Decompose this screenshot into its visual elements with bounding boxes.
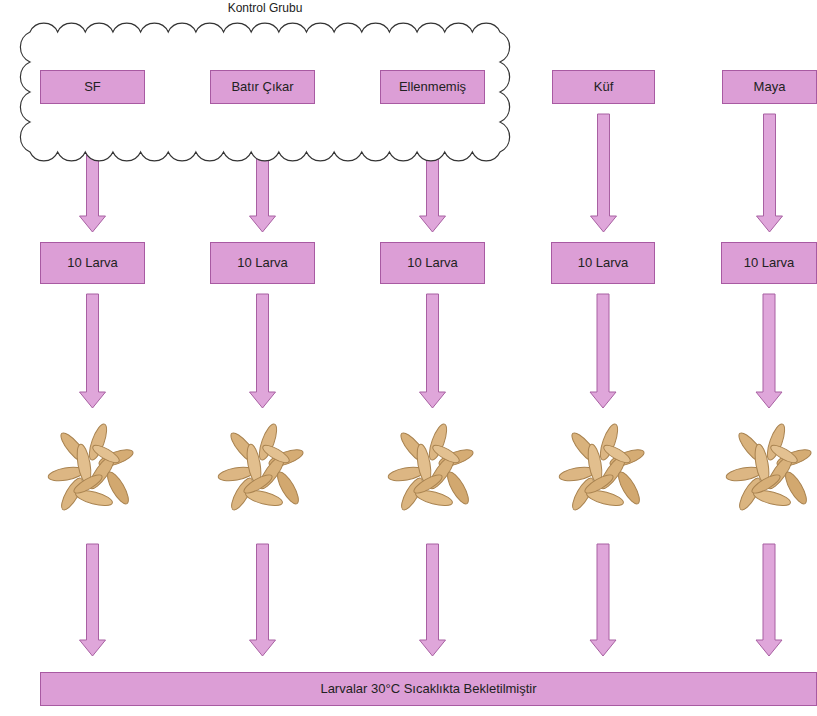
flow-arrow	[250, 294, 276, 656]
flow-arrow	[420, 294, 446, 656]
process-box: Küf	[552, 70, 655, 104]
box-label: 10 Larva	[744, 255, 795, 271]
process-box: Batır Çıkar	[210, 70, 315, 104]
process-box: SF	[40, 70, 145, 104]
box-label: 10 Larva	[237, 255, 288, 271]
box-label: 10 Larva	[67, 255, 118, 271]
box-label: Batır Çıkar	[231, 79, 293, 95]
process-box: 10 Larva	[380, 242, 485, 284]
condition-band: Larvalar 30°C Sıcaklıkta Bekletilmiştir	[40, 672, 817, 706]
box-label: Maya	[754, 79, 786, 95]
flow-arrow	[757, 114, 783, 232]
group-title: Kontrol Grubu	[8, 1, 522, 15]
box-label: Küf	[594, 79, 614, 95]
process-box: 10 Larva	[40, 242, 145, 284]
flow-arrow	[590, 294, 616, 656]
process-box: 10 Larva	[721, 242, 817, 284]
flow-arrow	[756, 294, 782, 656]
box-label: 10 Larva	[578, 255, 629, 271]
box-label: Larvalar 30°C Sıcaklıkta Bekletilmiştir	[320, 681, 536, 697]
process-box: 10 Larva	[210, 242, 315, 284]
process-box: Ellenmemiş	[380, 70, 485, 104]
flow-arrow	[591, 114, 617, 232]
process-box: 10 Larva	[551, 242, 655, 284]
box-label: 10 Larva	[407, 255, 458, 271]
flow-arrow	[80, 294, 106, 656]
box-label: Ellenmemiş	[399, 79, 466, 95]
box-label: SF	[84, 79, 101, 95]
group-cloud: Kontrol GrubuSF Batır Çıkar Ellenmemiş	[8, 0, 522, 168]
process-box: Maya	[722, 70, 817, 104]
